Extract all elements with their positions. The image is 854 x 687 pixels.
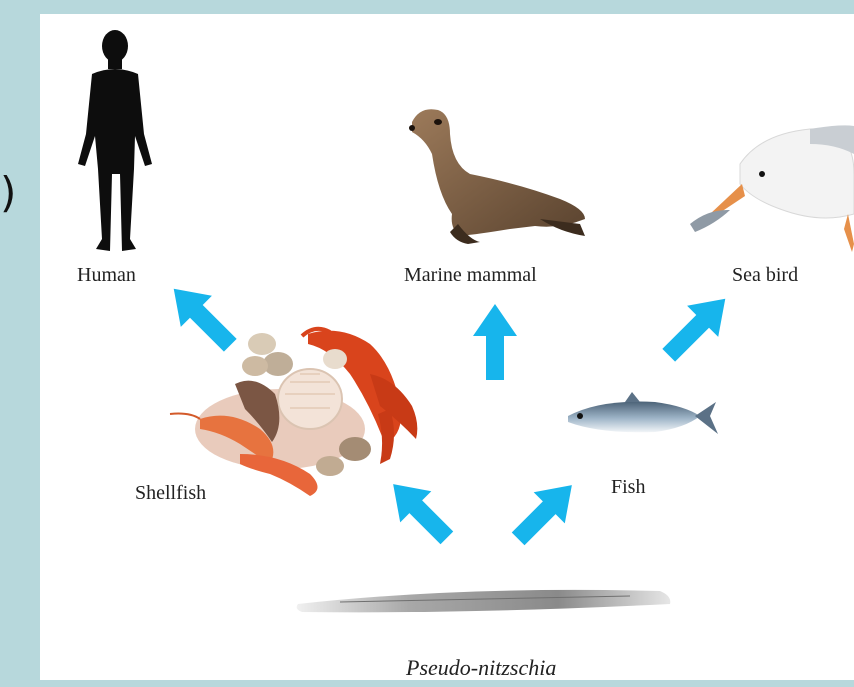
- food-web-diagram: [40, 14, 854, 680]
- arrow-icon: [158, 273, 246, 361]
- arrow-icon: [653, 283, 741, 371]
- arrow-icon: [473, 304, 517, 380]
- human-silhouette-icon: [78, 30, 152, 251]
- label-shellfish: Shellfish: [135, 482, 206, 505]
- arrow-icon: [503, 470, 588, 555]
- label-fish: Fish: [611, 476, 645, 499]
- label-marine-mammal: Marine mammal: [404, 264, 537, 287]
- diatom-icon: [297, 590, 671, 612]
- food-web-panel: Human Marine mammal Sea bird Shellfish F…: [40, 14, 854, 680]
- left-edge-glyph: ): [0, 172, 16, 214]
- label-sea-bird: Sea bird: [732, 264, 798, 287]
- seagull-icon: [690, 125, 854, 252]
- arrow-icon: [378, 469, 463, 554]
- label-human: Human: [77, 264, 136, 287]
- label-pseudo-nitzschia: Pseudo-nitzschia: [406, 655, 556, 680]
- fish-icon: [568, 392, 718, 434]
- shellfish-pile-icon: [170, 329, 417, 496]
- sea-lion-icon: [409, 109, 585, 244]
